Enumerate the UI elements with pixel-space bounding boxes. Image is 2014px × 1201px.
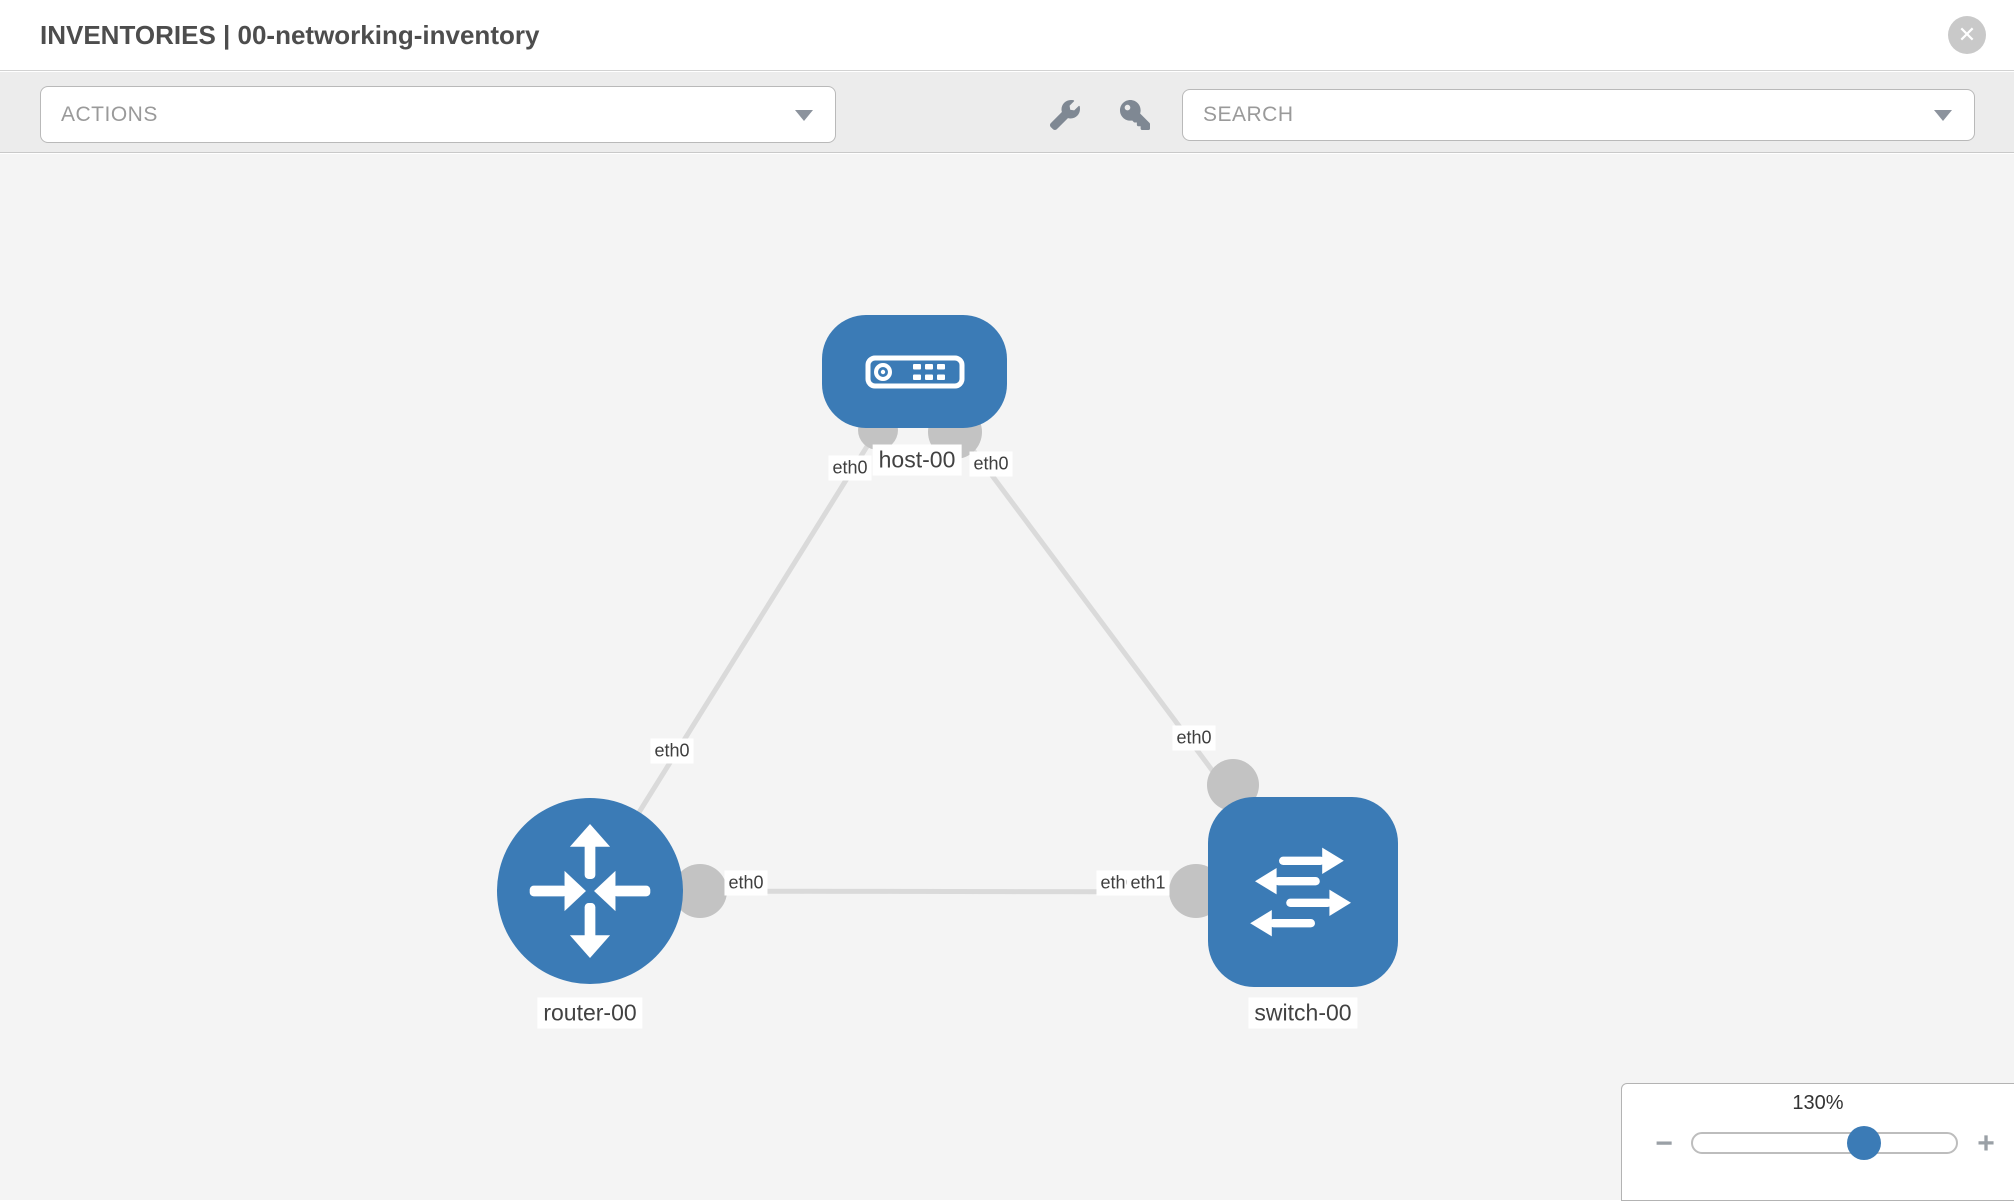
wrench-icon [1050, 99, 1080, 135]
switch-icon-node[interactable] [1208, 797, 1398, 987]
zoom-in-button[interactable]: + [1977, 1127, 1995, 1160]
actions-dropdown[interactable]: ACTIONS [40, 86, 836, 143]
node-label-host: host-00 [872, 444, 962, 476]
host-device-icon [865, 355, 965, 389]
zoom-control-panel: 130% − + [1621, 1083, 2014, 1201]
topology-canvas[interactable]: eth0 eth0 eth0 eth0 eth0 eth0 eth1 host-… [0, 154, 2014, 1200]
node-label-router: router-00 [537, 997, 643, 1029]
zoom-out-button[interactable]: − [1655, 1127, 1673, 1160]
port-label: eth0 [724, 870, 768, 896]
port-label: eth0 [650, 738, 694, 764]
credentials-button[interactable] [1117, 99, 1153, 135]
node-host-00[interactable] [822, 315, 1007, 428]
toolbar: ACTIONS SEARCH [0, 72, 2014, 153]
chevron-down-icon [1934, 110, 1952, 121]
actions-dropdown-label: ACTIONS [61, 102, 158, 126]
search-dropdown[interactable]: SEARCH [1182, 89, 1975, 141]
port-label: eth1 [1126, 870, 1170, 896]
configure-button[interactable] [1047, 99, 1083, 135]
zoom-slider-track[interactable] [1691, 1126, 1958, 1160]
router-icon [523, 824, 657, 958]
connector-router-right [673, 864, 727, 918]
chevron-down-icon [795, 109, 813, 121]
node-label-switch: switch-00 [1248, 997, 1358, 1029]
port-label: eth0 [969, 451, 1013, 477]
port-label: eth0 [1172, 725, 1216, 751]
zoom-slider-thumb[interactable] [1846, 1126, 1881, 1160]
close-icon[interactable]: ✕ [1948, 16, 1986, 54]
page-title: INVENTORIES | 00-networking-inventory [40, 20, 540, 50]
zoom-level-value: 130% [1792, 1092, 1844, 1114]
header: INVENTORIES | 00-networking-inventory ✕ [0, 0, 2014, 71]
switch-icon [1243, 832, 1363, 952]
search-dropdown-label: SEARCH [1203, 103, 1294, 126]
links-layer [587, 369, 1306, 918]
node-router-00[interactable] [497, 798, 683, 984]
key-icon [1120, 99, 1150, 135]
port-label: eth0 [828, 455, 872, 481]
